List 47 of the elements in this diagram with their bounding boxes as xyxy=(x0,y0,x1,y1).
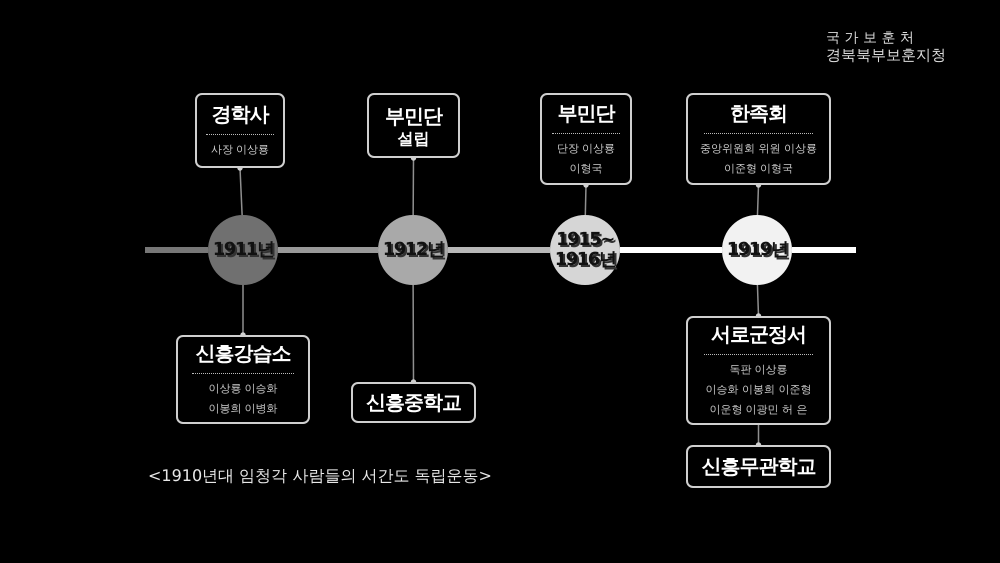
connector-line xyxy=(756,284,762,319)
box-title: 신흥강습소 xyxy=(196,340,290,367)
connector-line xyxy=(756,425,762,448)
box-title: 신흥중학교 xyxy=(366,389,461,416)
event-box xyxy=(686,316,831,425)
timeline-bar xyxy=(145,247,208,253)
member-names: 중앙위원회 위원 이상룡 xyxy=(700,140,817,156)
event-box xyxy=(351,382,476,423)
connector-line xyxy=(583,182,589,216)
connector-line xyxy=(240,285,246,338)
timeline-bar xyxy=(278,247,378,253)
box-title: 부민단 xyxy=(385,103,442,130)
office-name: 경북북부보훈지청 xyxy=(826,46,946,65)
member-names: 이준형 이형국 xyxy=(724,160,794,176)
year-label: 1912년 xyxy=(382,240,444,260)
member-names: 독판 이상룡 xyxy=(729,362,788,378)
connector-line xyxy=(410,155,416,215)
event-box xyxy=(540,93,632,185)
event-box xyxy=(686,93,831,185)
member-names: 이승화 이봉희 이준형 xyxy=(706,382,812,398)
box-title: 경학사 xyxy=(212,101,268,128)
connector-line xyxy=(237,165,243,216)
member-names: 이형국 xyxy=(570,160,602,176)
event-box xyxy=(195,93,285,168)
timeline-bar xyxy=(620,247,722,253)
event-box xyxy=(176,335,310,424)
box-title: 부민단 xyxy=(558,100,614,126)
box-title: 신흥무관학교 xyxy=(702,453,816,480)
event-box xyxy=(367,93,460,158)
timeline-bar xyxy=(792,247,856,253)
box-subtitle: 설립 xyxy=(398,130,430,148)
agency-name: 국 가 보 훈 처 xyxy=(826,29,914,47)
box-title: 서로군정서 xyxy=(711,321,806,348)
event-box xyxy=(686,445,831,488)
timeline-bar xyxy=(448,247,550,253)
member-names: 이상룡 이승화 xyxy=(208,381,278,397)
caption-text: <1910년대 임청각 사람들의 서간도 독립운동> xyxy=(148,466,492,487)
year-label: 1911년 xyxy=(212,240,274,260)
member-names: 단장 이상룡 xyxy=(556,140,616,156)
connector-line xyxy=(756,182,762,216)
year-label: 1915~ 1916년 xyxy=(554,230,616,270)
connector-line xyxy=(410,285,416,385)
box-title: 한족회 xyxy=(730,100,787,126)
member-names: 이봉희 이병화 xyxy=(208,401,278,417)
member-names: 이운형 이광민 허 은 xyxy=(709,402,808,418)
member-names: 사장 이상룡 xyxy=(210,142,270,158)
year-label: 1919년 xyxy=(726,240,788,260)
